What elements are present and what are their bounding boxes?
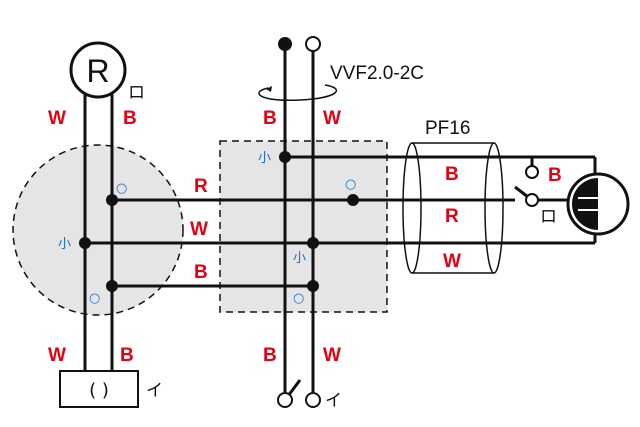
center-top-wire-b: B [263, 108, 277, 129]
junction-dot [307, 280, 319, 292]
bottom-terminal-right [305, 392, 321, 408]
left-top-wire-w: W [48, 108, 66, 129]
outlet-symbol: ( ) [89, 380, 109, 401]
center-top-wire-w: W [323, 108, 341, 129]
left-top-wire-b: B [123, 108, 137, 129]
top-terminal-w [305, 36, 321, 52]
junction-dot [79, 237, 91, 249]
junction-dot [279, 151, 291, 163]
conduit-pf16 [402, 142, 504, 274]
bottom-terminal-left [277, 392, 293, 408]
junction-wire-w: W [190, 219, 208, 240]
lamp-letter: R [86, 53, 109, 89]
neutral-mark-left: 小 [58, 237, 71, 252]
junction-dot [307, 237, 319, 249]
cable-twist-arrow [266, 86, 272, 92]
junction-wire-b: B [194, 262, 208, 283]
left-bottom-wire-b: B [120, 345, 134, 366]
neutral-mark-center-top: 小 [258, 151, 271, 166]
junction-wire-r: R [194, 176, 208, 197]
switch-wire-b-label: B [548, 165, 562, 186]
sleeve-mark-left-bottom: ○ [89, 291, 100, 306]
top-terminal-b [278, 37, 292, 51]
cable-twist-indicator [258, 84, 338, 101]
left-junction-box [12, 144, 184, 316]
left-bottom-wire-w: W [48, 345, 66, 366]
junction-dot [106, 280, 118, 292]
center-bottom-wire-b: B [263, 345, 277, 366]
sleeve-mark-center-bottom: ○ [293, 291, 304, 306]
junction-dot [347, 194, 359, 206]
junction-dot [106, 194, 118, 206]
conduit-wire-b-label: B [445, 164, 459, 185]
conduit-wire-r-label: R [445, 206, 459, 227]
conduit-label: PF16 [425, 118, 470, 139]
outlet-switch-symbol: イ [146, 381, 163, 401]
right-switch-symbol: ロ [540, 207, 557, 227]
wall-outlet [566, 172, 630, 236]
center-bottom-wire-w: W [323, 345, 341, 366]
ceiling-lamp [69, 41, 127, 99]
cable-label: VVF2.0-2C [330, 63, 424, 84]
sleeve-mark-left-top: ○ [116, 181, 127, 196]
center-junction-box [219, 140, 388, 313]
switch-contact-bottom [525, 193, 539, 207]
neutral-mark-center-bottom: 小 [293, 251, 306, 266]
bottom-switch-symbol: イ [325, 391, 342, 411]
lamp-switch-symbol: ロ [128, 83, 145, 103]
outlet-box [59, 370, 139, 408]
switch-contact-top [525, 165, 539, 179]
sleeve-mark-right: ○ [345, 177, 356, 192]
conduit-wire-w-label: W [443, 251, 461, 272]
